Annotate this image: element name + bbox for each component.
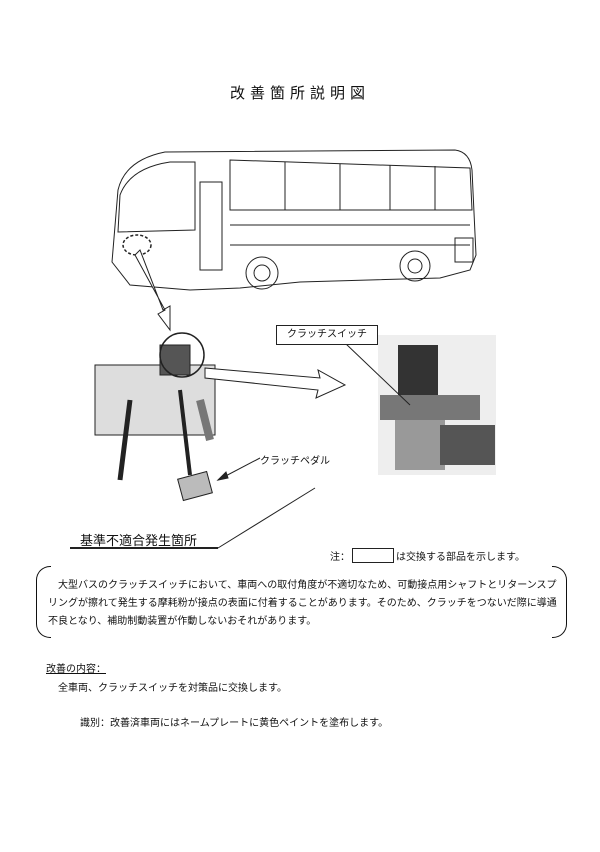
bus-illustration xyxy=(111,149,477,291)
clutch-switch-photo xyxy=(344,335,496,475)
diagram-illustrations xyxy=(70,149,496,549)
improvement-heading: 改善の内容： xyxy=(46,664,106,675)
arrow-to-switch-detail xyxy=(204,367,347,399)
identification-text: 識別：改善済車両にはネームプレートに黄色ペイントを塗布します。 xyxy=(80,718,389,729)
pedal-assembly xyxy=(94,332,216,502)
note-suffix: は交換する部品を示します。 xyxy=(396,552,525,563)
legend-box xyxy=(352,548,394,563)
improvement-content: 全車両、クラッチスイッチを対策品に交換します。 xyxy=(58,683,287,694)
defect-description: 大型バスのクラッチスイッチにおいて、車両への取付角度が不適切なため、可動接点用シ… xyxy=(48,580,557,627)
note-prefix: 注： xyxy=(330,552,350,563)
clutch-switch-label: クラッチスイッチ xyxy=(276,325,378,345)
arrow-bus-to-pedal xyxy=(134,249,171,332)
clutch-pedal-label: クラッチペダル xyxy=(260,456,330,467)
defect-location-label: 基準不適合発生箇所 xyxy=(80,534,198,549)
pedal-leader xyxy=(70,457,316,549)
page-title: 改善箇所説明図 xyxy=(229,84,370,102)
replacement-note: 注： は交換する部品を示します。 xyxy=(330,548,525,563)
